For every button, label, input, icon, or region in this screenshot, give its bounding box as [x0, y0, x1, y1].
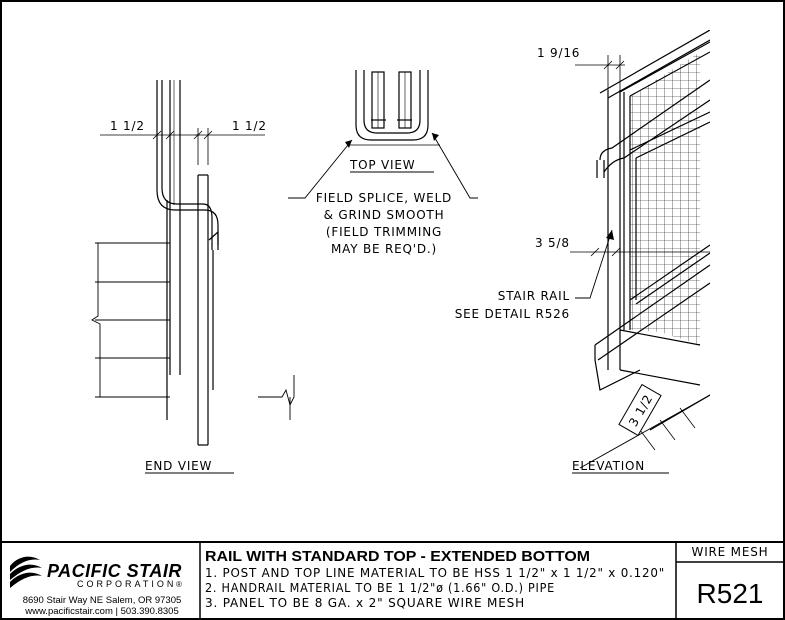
company-contact: www.pacificstair.com | 503.390.8305 — [24, 606, 179, 617]
top-view-note-line: MAY BE REQ'D.) — [331, 242, 437, 256]
company-name: PACIFIC STAIR — [47, 561, 182, 581]
drawing-title: RAIL WITH STANDARD TOP - EXTENDED BOTTOM — [205, 548, 590, 565]
top-view-note-line: (FIELD TRIMMING — [326, 225, 442, 239]
drawing-note: 1. POST AND TOP LINE MATERIAL TO BE HSS … — [205, 566, 665, 580]
top-view-note: FIELD SPLICE, WELD & GRIND SMOOTH (FIELD… — [316, 191, 452, 256]
company-sub: CORPORATION — [77, 579, 176, 589]
detail-number: R521 — [697, 578, 764, 609]
drawing-note: 3. PANEL TO BE 8 GA. x 2" SQUARE WIRE ME… — [205, 596, 525, 610]
stair-rail-leader-arrow — [606, 230, 614, 240]
wire-mesh-panel — [630, 52, 700, 345]
top-view-note-line: & GRIND SMOOTH — [324, 208, 445, 222]
stair-rail-callout-line: SEE DETAIL R526 — [455, 307, 570, 321]
pacific-stair-logo-icon — [10, 556, 42, 588]
category-label: WIRE MESH — [692, 545, 769, 559]
drawing-note: 2. HANDRAIL MATERIAL TO BE 1 1/2"ø (1.66… — [205, 581, 555, 595]
end-view-dim-left: 1 1/2 — [110, 119, 145, 133]
company-address: 8690 Stair Way NE Salem, OR 97305 — [23, 595, 182, 606]
top-view — [288, 70, 478, 199]
end-view — [91, 80, 295, 446]
elevation-dim-mid: 3 5/8 — [535, 236, 570, 250]
end-view-title: END VIEW — [145, 459, 212, 473]
stair-rail-callout-line: STAIR RAIL — [498, 289, 570, 303]
elevation-dim-top: 1 9/16 — [537, 46, 580, 60]
end-view-dim-right: 1 1/2 — [232, 119, 267, 133]
top-view-note-line: FIELD SPLICE, WELD — [316, 191, 452, 205]
title-block — [1, 541, 784, 619]
elevation-view: 3 1/2 — [570, 30, 710, 469]
elevation-title: ELEVATION — [572, 459, 645, 473]
registered-mark: ® — [176, 580, 182, 589]
top-view-title: TOP VIEW — [349, 158, 415, 172]
